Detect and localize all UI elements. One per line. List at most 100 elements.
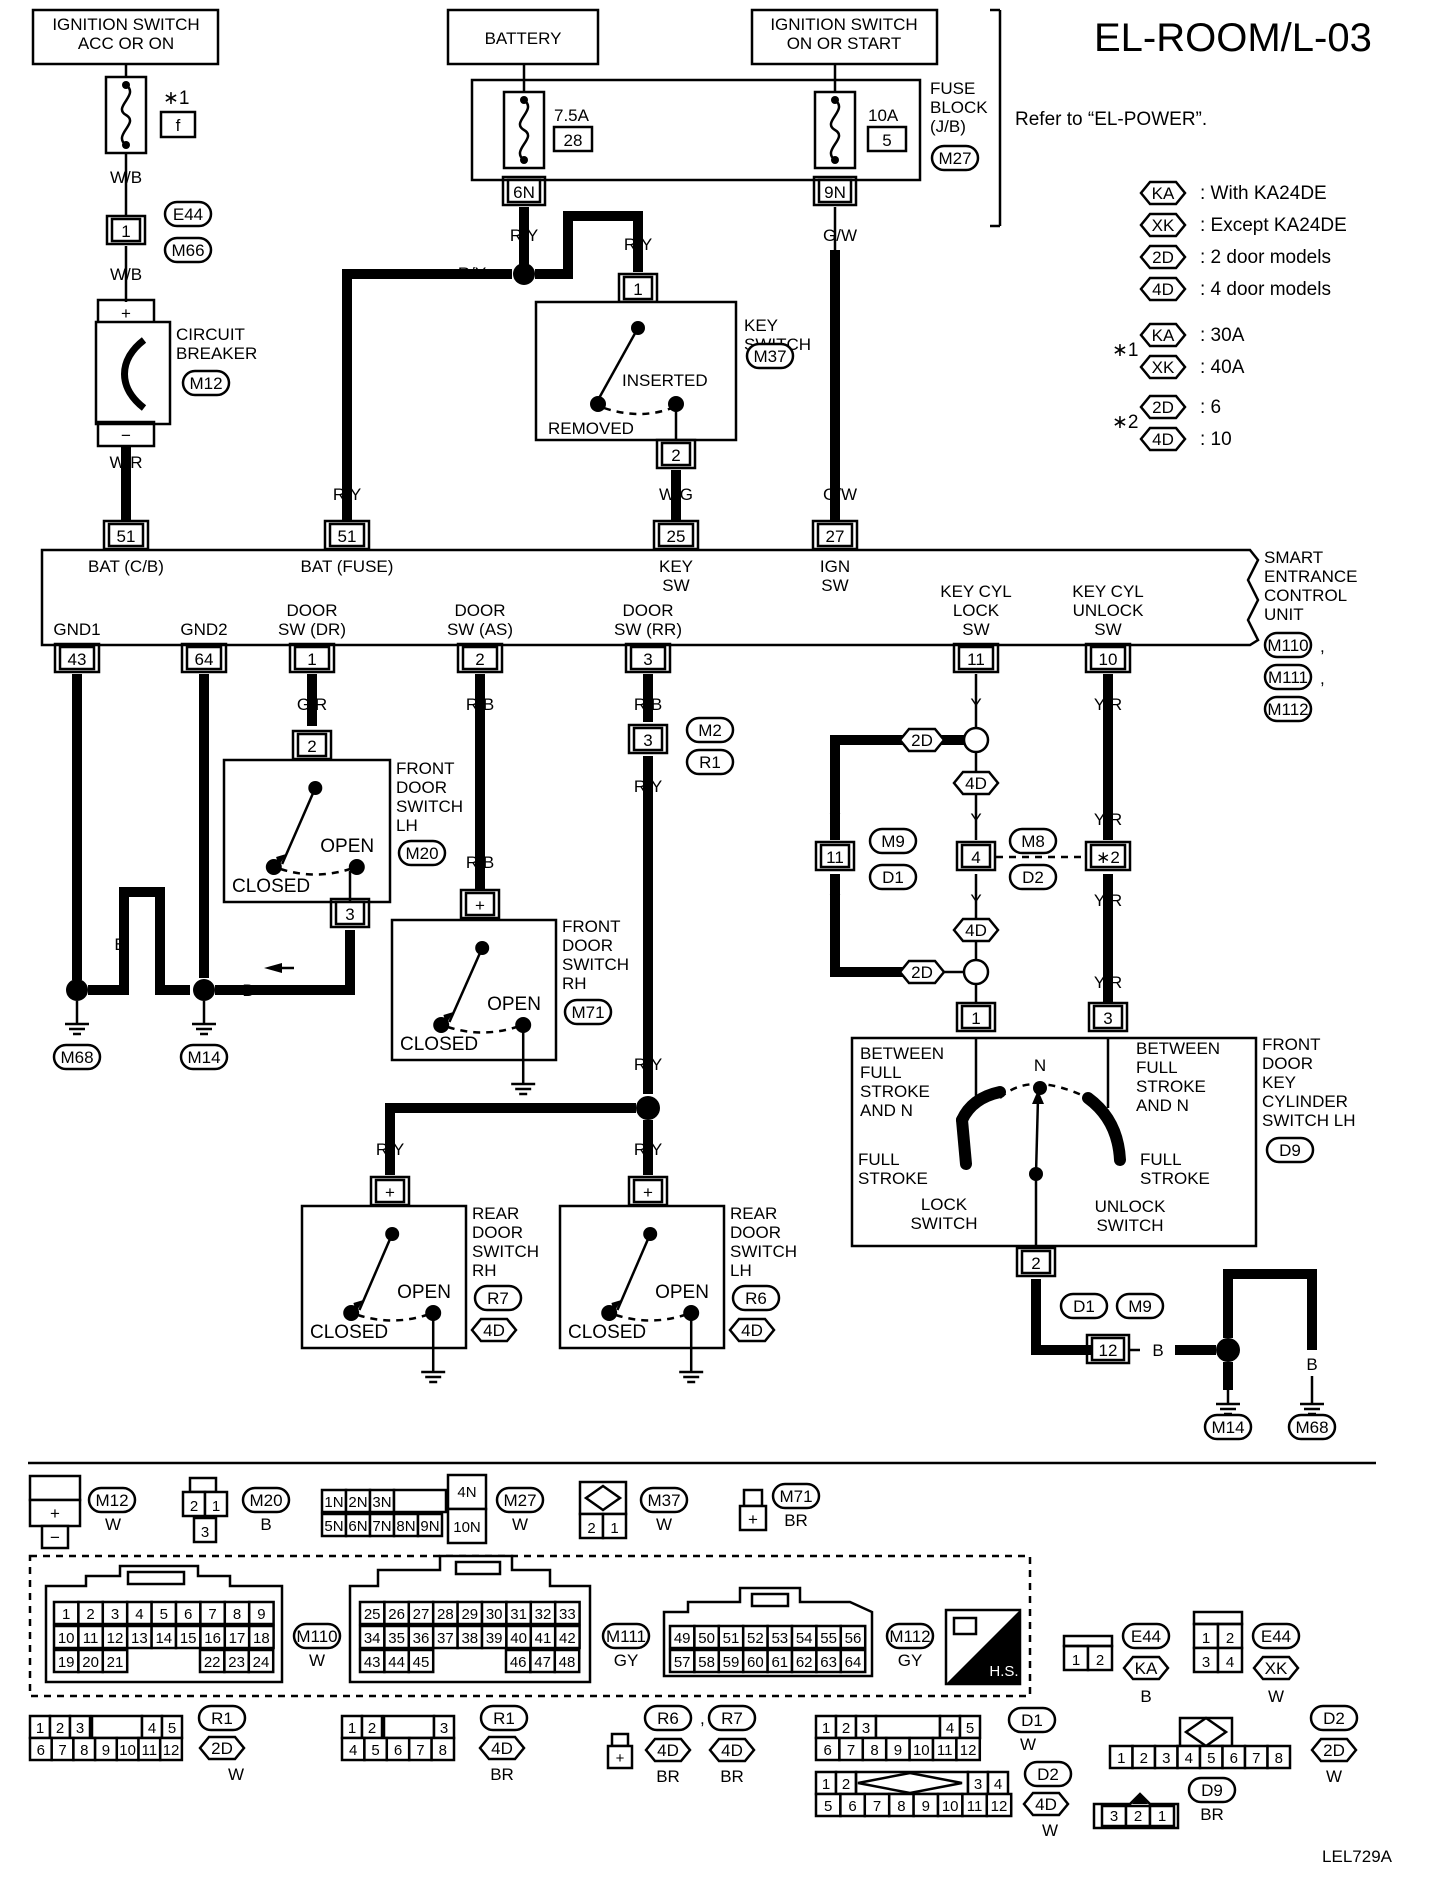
view-m37-id-outline [639,1486,689,1514]
r1-4d-r2-pin: 6 [394,1742,402,1759]
e44-xk-pin: 4 [1226,1654,1234,1671]
m20-pin: 2 [190,1498,198,1515]
m110-r2-pin: 17 [229,1630,246,1647]
conn-d9: D9 [1279,1141,1301,1160]
view-m12-id: M12 [95,1491,128,1510]
m111-r1-pin: 27 [413,1606,430,1623]
view-r1-4d-tag: 4D [491,1739,513,1758]
cb-label: CIRCUIT [176,325,245,344]
key-cyl-left-text: STROKE [860,1082,930,1101]
view-m110-id-outline [292,1622,342,1650]
d9-key [1132,1794,1148,1804]
unit-label: ENTRANCE [1264,567,1358,586]
m111-r2-pin: 35 [388,1630,405,1647]
r1-2d-r2-cell [158,1736,184,1762]
m37-pin: 1 [610,1520,618,1537]
unit-bottom-pin: 64 [195,650,214,669]
d2-4d-r2-pin: 10 [942,1798,959,1815]
key-cyl-left-text: AND N [860,1101,913,1120]
rear-lh-label: REAR [730,1204,777,1223]
ign-acc-box [31,8,220,66]
unit-top-name: SW [662,576,689,595]
m27-r1-pin: 2N [348,1494,367,1511]
m110-r2-pin: 10 [58,1630,75,1647]
m111-r2-pin: 36 [413,1630,430,1647]
star-tag: 4D [1152,430,1174,449]
joint-d1-m9-pin-box [1090,1336,1126,1362]
view-m112-color: GY [898,1651,923,1670]
front-door-switch-lh-travel [280,867,351,876]
view-m12-color: W [105,1515,121,1534]
unit-bottom-pin-box [1089,645,1127,671]
joint-e44-pin: 1 [121,222,130,241]
view-m112-id: M112 [889,1627,930,1646]
unit-bottom-pin-housing [53,642,101,674]
unit-bottom-pin: 1 [307,650,316,669]
view-m112-id-outline [885,1622,935,1650]
unit-bottom-name: GND2 [180,620,227,639]
key-cyl-label: KEY [1262,1073,1296,1092]
joint-e44-pin-housing [105,214,147,246]
front-lh-pin3: 3 [345,905,354,924]
m71-pin: + [748,1510,758,1529]
m112-r2-pin: 62 [796,1654,813,1671]
star-tag-outline [1139,394,1187,420]
conn-m66-outline [163,236,213,264]
conn-m111: M111 [1268,668,1308,687]
rear-rh-label: REAR [472,1204,519,1223]
hs-connector-icon [952,1616,978,1636]
unit-bottom-name: LOCK [953,601,1000,620]
m110-r2-pin: 14 [155,1630,172,1647]
m112-r1-pin: 56 [845,1630,862,1647]
wire-label-y: Y [829,810,840,829]
rear-rh-plus-box [374,1178,406,1204]
view-e44-xk-tag-outline [1252,1655,1300,1681]
pin-6n-box [506,178,542,204]
d1-pin: 5 [966,1720,974,1737]
wire-label-gw: G/W [823,485,857,504]
m112-r2-pin: 60 [747,1654,764,1671]
unit-bottom-pin-box [957,645,995,671]
unit-bottom-name: SW (DR) [278,620,346,639]
m27-r2-pin: 7N [372,1518,391,1535]
key-sw-label: KEY [744,316,778,335]
wire-label-ry: R/Y [634,1140,662,1159]
e44-xk-tab [1192,1610,1244,1626]
unit-top-pin-box [107,522,145,548]
unit-bottom-name: SW [962,620,989,639]
unit-top-pin-housing [102,519,150,551]
conn-m9: M9 [1128,1297,1152,1316]
conn-d2: D2 [1022,868,1044,887]
star-tag-outline [1139,354,1187,380]
unit-bottom-name: SW (AS) [447,620,513,639]
unit-top-name: BAT (C/B) [88,557,164,576]
m112-r1-pin: 54 [796,1630,813,1647]
r1-2d-r1-pin: 3 [76,1720,84,1737]
d2-4d-r2-pin: 7 [873,1798,881,1815]
d2-2d-pin: 6 [1230,1750,1238,1767]
front-door-switch-rh-travel [447,1025,518,1034]
d2-2d-cell [1266,1744,1292,1770]
key-cyl-unlock-contact [1082,1092,1126,1166]
legend-text: : With KA24DE [1200,183,1327,204]
m112-r1-pin: 55 [820,1630,837,1647]
m111-r3b-pin: 46 [510,1654,527,1671]
rear-lh-label: SWITCH [730,1242,797,1261]
m111-r3b-pin: 48 [559,1654,576,1671]
rear-rh-label: DOOR [472,1223,523,1242]
view-r1-2d-id: R1 [211,1709,233,1728]
fuse-28-element [518,98,530,162]
star-tag: 2D [1152,398,1174,417]
m112-r2-pin: 61 [771,1654,788,1671]
key-cyl-right-text: STROKE [1136,1077,1206,1096]
m27-r2-pin: 5N [324,1518,343,1535]
d2-2d-key [1183,1716,1229,1748]
conn-d1: D1 [882,868,904,887]
ign-on-label: IGNITION SWITCH [770,15,917,34]
wire-label-ry: R/Y [333,485,361,504]
unit-top-pin-box [328,522,366,548]
d2-2d-pin: 3 [1162,1750,1170,1767]
fuse-num-box [159,110,197,139]
front-lh-label: DOOR [396,778,447,797]
rear-door-switch-rh-box [300,1204,468,1350]
